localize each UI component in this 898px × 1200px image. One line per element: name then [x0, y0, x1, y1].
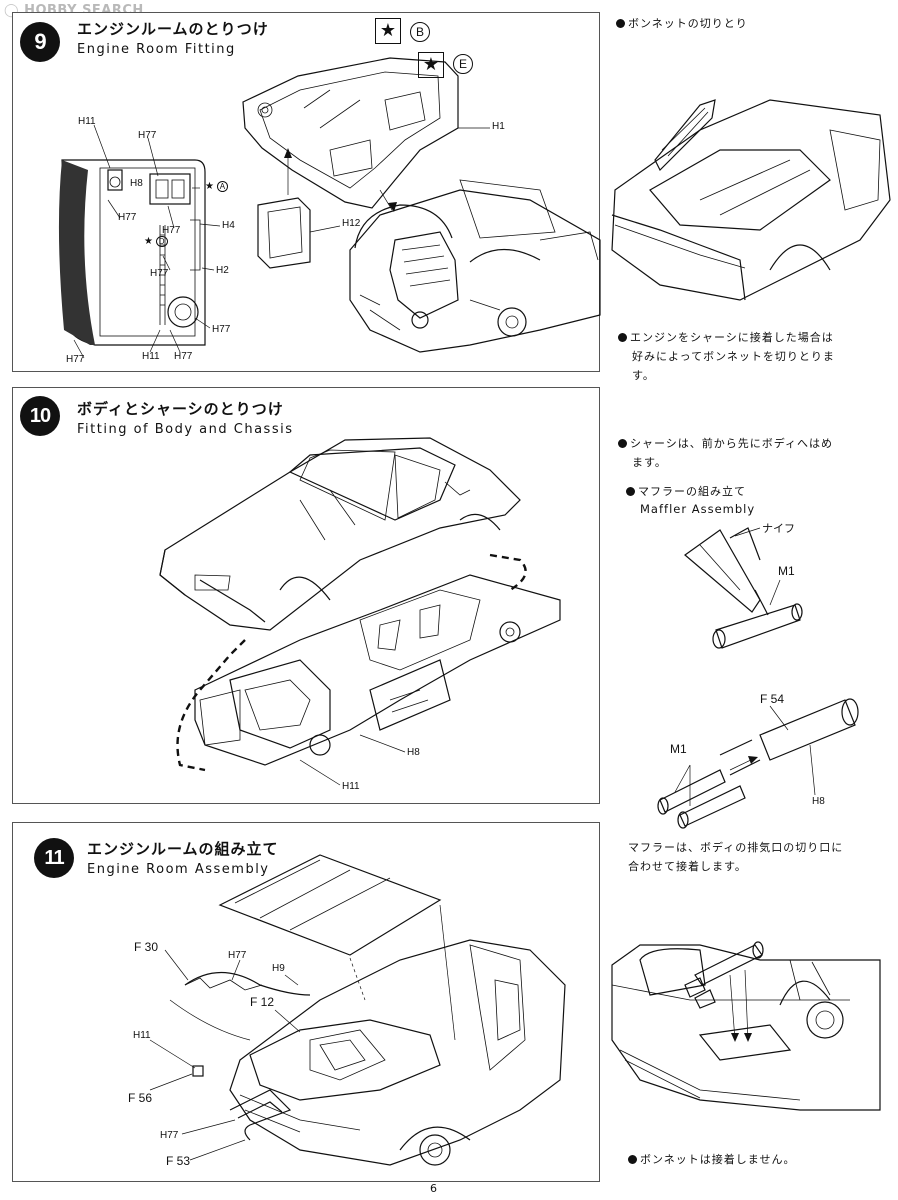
label-h77-b: H77 [118, 212, 137, 223]
label-f53: F 53 [166, 1154, 191, 1168]
note-muffler-heading: マフラーの組み立て [626, 482, 746, 501]
label-knife: ナイフ [762, 523, 795, 535]
label-h8-muffler: H8 [812, 796, 825, 807]
label-h77-d: H77 [150, 268, 169, 279]
star-a-label: ★ A [205, 181, 229, 192]
label-h8-step10: H8 [407, 747, 420, 758]
label-h11-step11: H11 [133, 1030, 151, 1041]
step-10-panel [12, 387, 600, 804]
label-h11-step10: H11 [342, 781, 360, 792]
label-h8: H8 [130, 178, 143, 189]
star-b-icon: ★ [375, 18, 401, 44]
step-9-number: 9 [20, 22, 60, 62]
label-h77-a: H77 [138, 130, 157, 141]
label-h1: H1 [492, 121, 505, 132]
engine-room-panel-drawing [58, 57, 601, 359]
note-bonnet-cut-desc: エンジンをシャーシに接着した場合は 好みによってボンネットを切りとりま す。 [618, 328, 835, 385]
note-chassis-fit: シャーシは、前から先にボディへはめ ます。 [618, 434, 833, 472]
label-h4: H4 [222, 220, 235, 231]
note-bonnet-cut-heading: ボンネットの切りとり [616, 14, 748, 33]
step-9-title-en: Engine Room Fitting [77, 42, 236, 57]
label-h77-step11-b: H77 [160, 1130, 179, 1141]
step-11-number: 11 [34, 838, 74, 878]
label-h77-c: H77 [162, 225, 181, 236]
label-h77-e: H77 [212, 324, 231, 335]
step-10-title-jp: ボディとシャーシのとりつけ [77, 400, 284, 418]
label-h2: H2 [216, 265, 229, 276]
bonnet-cut-drawing [611, 99, 891, 301]
star-e-icon: ★ [418, 52, 444, 78]
step-11-title-jp: エンジンルームの組み立て [87, 840, 279, 858]
label-h11-bottom: H11 [142, 351, 160, 362]
step-10-number: 10 [20, 396, 60, 436]
label-h77-f: H77 [174, 351, 193, 362]
page-number: 6 [430, 1182, 437, 1195]
label-h77-step11-a: H77 [228, 950, 247, 961]
note-muffler-heading-en: Maffler Assembly [640, 502, 756, 516]
star-e-label: E [453, 54, 473, 74]
label-f54: F 54 [760, 692, 785, 706]
label-h11-top: H11 [78, 116, 96, 127]
muffler-install-drawing [611, 941, 881, 1111]
label-f12: F 12 [250, 995, 275, 1009]
star-d-label: ★ D [144, 236, 168, 247]
muffler-cut-drawing [657, 527, 859, 829]
step-9-title-jp: エンジンルームのとりつけ [77, 20, 269, 38]
label-m1-a: M1 [778, 564, 795, 578]
label-m1-b: M1 [670, 742, 687, 756]
label-f56: F 56 [128, 1091, 153, 1105]
star-b-label: B [410, 22, 430, 42]
step-10-title-en: Fitting of Body and Chassis [77, 422, 294, 437]
label-h12: H12 [342, 218, 361, 229]
note-muffler-desc: マフラーは、ボディの排気口の切り口に 合わせて接着します。 [628, 841, 844, 873]
note-bonnet-not-glued: ボンネットは接着しません。 [628, 1150, 795, 1169]
label-f30: F 30 [134, 940, 159, 954]
body-chassis-drawing [159, 437, 561, 786]
step-11-title-en: Engine Room Assembly [87, 862, 270, 877]
step-11-panel [12, 822, 600, 1182]
label-h77-g: H77 [66, 354, 85, 365]
label-h9: H9 [272, 963, 285, 974]
engine-room-assembly-drawing [149, 854, 566, 1166]
